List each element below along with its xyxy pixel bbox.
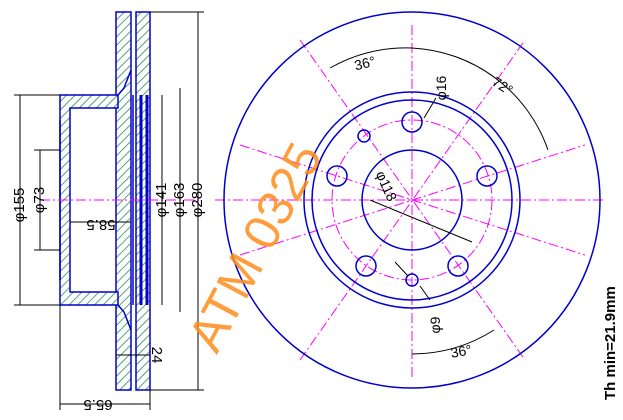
dim-hole-d16: φ16 xyxy=(433,75,449,100)
hat-neck-bottom xyxy=(117,304,132,331)
outer-plate-section xyxy=(115,11,132,391)
dim-hole-d9: φ9 xyxy=(427,316,443,333)
dim-angle-36-top: 36° xyxy=(353,53,377,74)
dim-d155: φ155 xyxy=(11,188,28,223)
disc-outer-edge xyxy=(223,11,601,389)
bolt-hole xyxy=(476,165,498,187)
dim-height-65-5: 65.5 xyxy=(83,396,112,413)
dim-angle-36-bottom: 36° xyxy=(449,341,473,360)
dim-d280: φ280 xyxy=(189,183,206,218)
bolt-hole xyxy=(447,255,469,277)
part-number-watermark: ATM 0325 xyxy=(177,134,333,361)
locating-hole xyxy=(357,129,371,143)
front-center-lines xyxy=(215,25,605,380)
dim-d141: φ141 xyxy=(153,183,170,218)
dim-pcd-118: φ118 xyxy=(373,168,400,203)
dim-d73: φ73 xyxy=(31,187,48,213)
bolt-hole xyxy=(326,165,348,187)
hat-inner-ring xyxy=(311,99,513,301)
dim-d163: φ163 xyxy=(171,183,188,218)
dim-depth-58-5: 58.5 xyxy=(86,216,115,233)
hat-neck-top xyxy=(117,69,132,96)
dim-width-24: 24 xyxy=(148,347,165,364)
locating-hole xyxy=(405,273,419,287)
bolt-hole xyxy=(355,255,377,277)
min-thickness-label: Th min=21.9mm xyxy=(602,286,619,400)
hat-outer-ring xyxy=(303,91,521,309)
dimension-lines xyxy=(14,11,204,410)
bolt-hole xyxy=(401,111,423,133)
side-section-view: φ155 φ73 58.5 φ141 φ163 φ280 24 65.5 xyxy=(11,11,206,413)
hat-flange-section xyxy=(59,94,119,306)
center-bore xyxy=(361,149,463,251)
angle-arcs xyxy=(329,47,549,355)
